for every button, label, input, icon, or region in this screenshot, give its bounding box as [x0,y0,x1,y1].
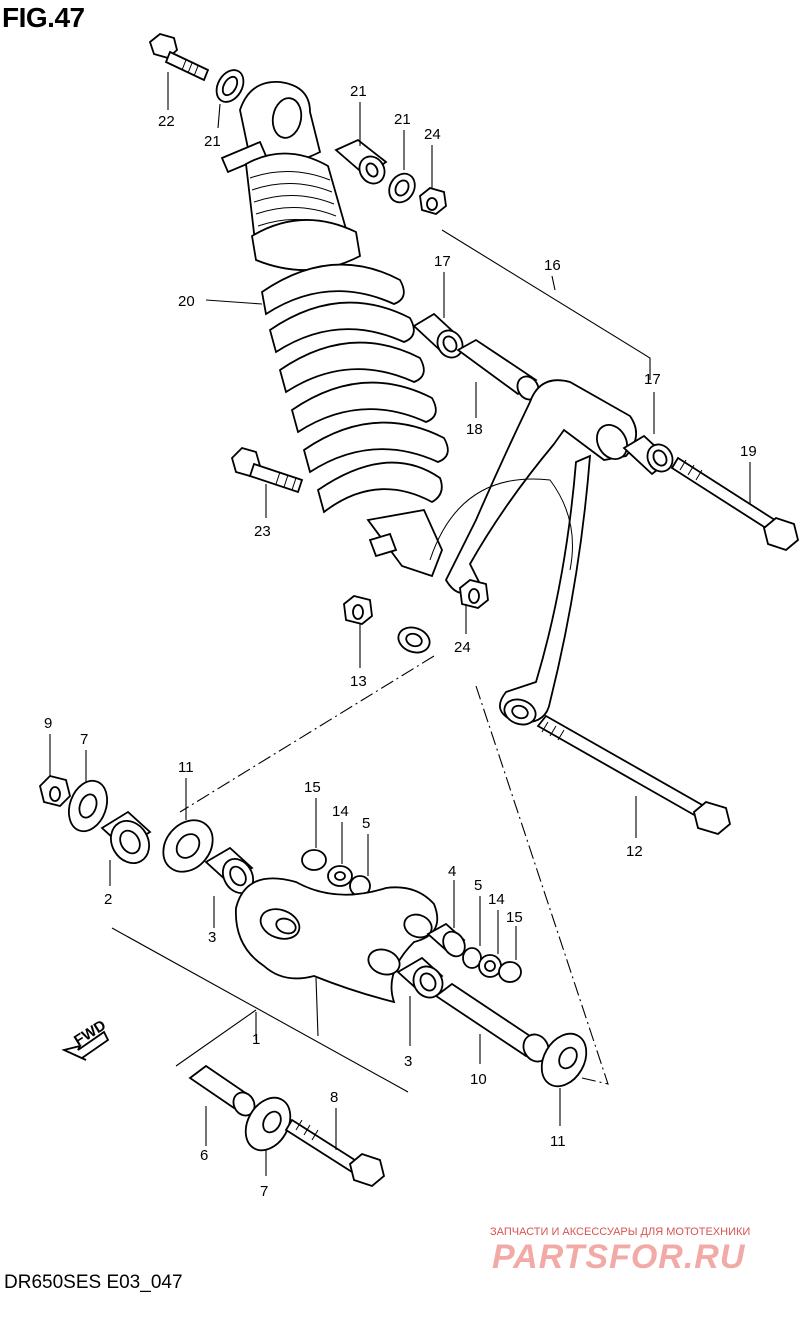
figure-title: FIG.47 [2,2,85,33]
part-bush-17-left [412,312,464,359]
part-washer-11-lower [540,1032,588,1088]
leader-lines [49,72,751,1176]
part-nut-24-lower [459,579,489,609]
watermark-brand: PARTSFOR.RU [492,1238,746,1276]
part-shock-absorber-20 [220,81,449,578]
callout-22: 22 [158,113,175,130]
part-nut-13 [343,595,373,625]
part-washer-11-upper [162,819,214,873]
callout-17: 17 [434,253,451,270]
callout-9: 9 [44,715,52,732]
callout-3: 3 [208,929,216,946]
callout-17: 17 [644,371,661,388]
callout-11: 11 [550,1133,566,1150]
callout-24: 24 [454,639,471,656]
callout-21: 21 [394,111,411,128]
part-bush-17-right [622,434,674,476]
callout-15: 15 [506,909,523,926]
part-washer-21-right [388,172,416,204]
part-washer-7-upper [67,779,109,833]
callout-11: 11 [178,759,194,776]
fwd-direction-arrow: FWD [61,1017,109,1061]
callout-2: 2 [104,891,112,908]
callout-24: 24 [424,126,441,143]
part-spacer-10 [434,982,550,1063]
callout-5: 5 [474,877,482,894]
part-spacer-18 [456,338,540,401]
callout-8: 8 [330,1089,338,1106]
callout-10: 10 [470,1071,487,1088]
part-lever-1 [235,877,439,1004]
part-bolt-12 [536,714,732,836]
part-seal-14-lower [478,954,502,978]
callout-1: 1 [252,1031,260,1048]
callout-13: 13 [350,673,367,690]
callout-14: 14 [332,803,349,820]
part-washer-5-lower [462,947,482,969]
part-bolt-19 [670,456,800,552]
callout-20: 20 [178,293,195,310]
watermark-subtitle: ЗАПЧАСТИ И АКСЕССУАРЫ ДЛЯ МОТОТЕХНИКИ [490,1226,751,1238]
part-bearing-3-left [204,846,254,894]
part-seal-14-upper [327,865,353,887]
part-bolt-23 [230,446,304,494]
callout-7: 7 [80,731,88,748]
callout-7: 7 [260,1183,268,1200]
part-bearing-4 [426,922,466,958]
part-bolt-22 [148,33,210,82]
callout-19: 19 [740,443,757,460]
callout-18: 18 [466,421,483,438]
callout-4: 4 [448,863,456,880]
callout-14: 14 [488,891,505,908]
callout-16: 16 [544,257,561,274]
part-cushion-rod-16 [397,379,637,726]
part-nut-24-top [419,187,447,215]
part-collar-6 [188,1064,256,1117]
callout-6: 6 [200,1147,208,1164]
part-cap-15-upper [301,849,327,871]
callout-5: 5 [362,815,370,832]
part-nut-9 [39,775,71,807]
callout-labels: 22 21 21 21 24 16 17 17 20 18 19 23 13 2… [44,83,757,1200]
part-washer-7-lower [244,1096,292,1152]
figure-code: DR650SES E03_047 [4,1272,183,1293]
part-sleeve-21 [334,138,388,185]
callout-21: 21 [350,83,367,100]
part-cap-15-lower [498,961,522,983]
callout-12: 12 [626,843,643,860]
callout-23: 23 [254,523,271,540]
callout-3: 3 [404,1053,412,1070]
part-collar-2 [100,810,152,864]
part-washer-21-top [215,69,245,103]
callout-21: 21 [204,133,221,150]
callout-15: 15 [304,779,321,796]
part-bolt-8 [284,1118,386,1188]
